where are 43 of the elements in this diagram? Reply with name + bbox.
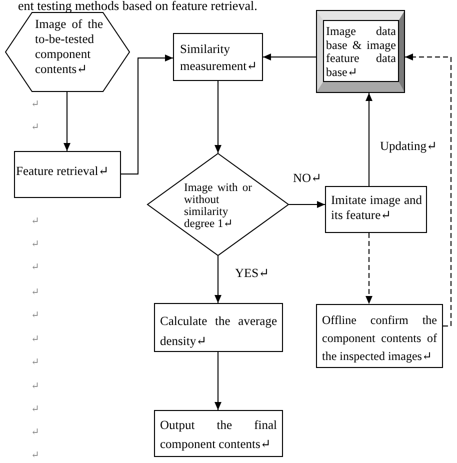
arrow: [262, 54, 316, 60]
paragraph-mark: ↵: [31, 216, 40, 228]
arrow: [214, 80, 222, 154]
process-box: [154, 303, 283, 352]
body-text: ent testing methods based on feature retrieval.: [18, 0, 258, 12]
step-text: Imitate image and its feature↵: [331, 193, 422, 223]
paragraph-mark: ↵: [31, 122, 40, 134]
step-text: Image with or without similarity degree 1↵: [184, 182, 252, 230]
decision-diamond: [147, 153, 289, 256]
paragraph-mark: ↵: [31, 404, 40, 416]
paragraph-mark: ↵: [31, 381, 40, 393]
arrow: [288, 201, 326, 208]
paragraph-mark: ↵: [31, 262, 40, 274]
step-text: Output the final component contents↵: [160, 417, 277, 453]
process-box: [325, 186, 427, 233]
step-text: Feature retrieval↵: [16, 163, 110, 180]
paragraph-mark: ↵: [31, 357, 40, 369]
paragraph-mark: ↵: [31, 287, 40, 299]
arrow: [64, 92, 70, 152]
arrow: [214, 256, 222, 304]
paragraph-mark: ↵: [31, 310, 40, 322]
process-box: [316, 304, 443, 368]
arrow: [214, 352, 222, 410]
paragraph-mark: ↵: [31, 427, 40, 439]
arrow: [120, 54, 174, 174]
database-frame: [316, 10, 405, 93]
paragraph-mark: ↵: [31, 334, 40, 346]
step-text: Image data base & image feature data base↵: [326, 25, 396, 79]
dashed-arrow: [404, 54, 452, 326]
paragraph-mark: ↵: [31, 239, 40, 251]
edge-label: Updating↵: [379, 139, 438, 153]
input-hexagon: [5, 12, 130, 92]
paragraph-mark: ↵: [31, 450, 40, 462]
process-box: [14, 151, 121, 198]
dashed-arrow: [366, 232, 372, 304]
paragraph-mark: ↵: [31, 99, 40, 111]
step-text: Similarity measurement↵: [180, 41, 258, 75]
step-text: Image of the to-be-tested component contents↵: [35, 17, 103, 77]
step-text: Offline confirm the component contents of the inspected images↵: [322, 312, 437, 365]
step-text: Calculate the average density↵: [160, 313, 277, 350]
arrow: [366, 92, 372, 186]
process-box: [173, 33, 263, 81]
process-box: [154, 410, 283, 457]
